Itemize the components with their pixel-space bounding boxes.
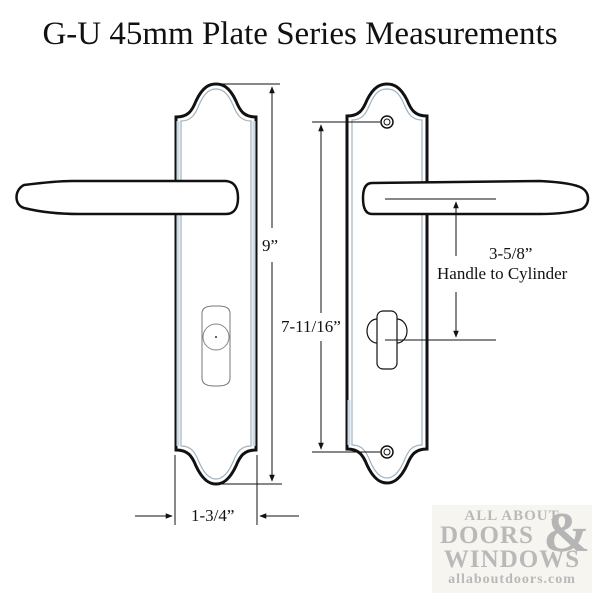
left-backplate — [174, 82, 258, 486]
logo-line-all-about: ALL ABOUT — [464, 508, 560, 524]
right-lever-handle — [361, 179, 590, 216]
thumb-turn — [201, 305, 231, 387]
logo-ampersand: & — [543, 502, 590, 564]
screw-spacing-label: 7-11/16” — [281, 317, 341, 337]
bottom-screw-hole — [380, 445, 394, 459]
handle-to-cylinder-value: 3-5/8” — [489, 244, 533, 264]
screw-spacing-dimension — [312, 121, 380, 453]
handle-to-cylinder-label: Handle to Cylinder — [437, 264, 568, 284]
overall-height-label: 9” — [262, 236, 279, 256]
plate-width-label: 1-3/4” — [191, 506, 235, 526]
top-screw-hole — [380, 115, 394, 129]
right-backplate — [345, 82, 429, 485]
logo-line-windows: WINDOWS — [443, 546, 581, 573]
brand-logo: & ALL ABOUT DOORS WINDOWS allaboutdoors.… — [432, 505, 592, 593]
page-title: G-U 45mm Plate Series Measurements — [42, 16, 558, 52]
handle-to-cylinder-dimension — [385, 198, 496, 341]
left-lever-handle — [15, 179, 240, 216]
logo-line-doors: DOORS — [440, 522, 534, 549]
logo-url: allaboutdoors.com — [448, 572, 576, 587]
plate-width-dimension — [135, 455, 299, 525]
overall-height-dimension — [213, 83, 282, 485]
